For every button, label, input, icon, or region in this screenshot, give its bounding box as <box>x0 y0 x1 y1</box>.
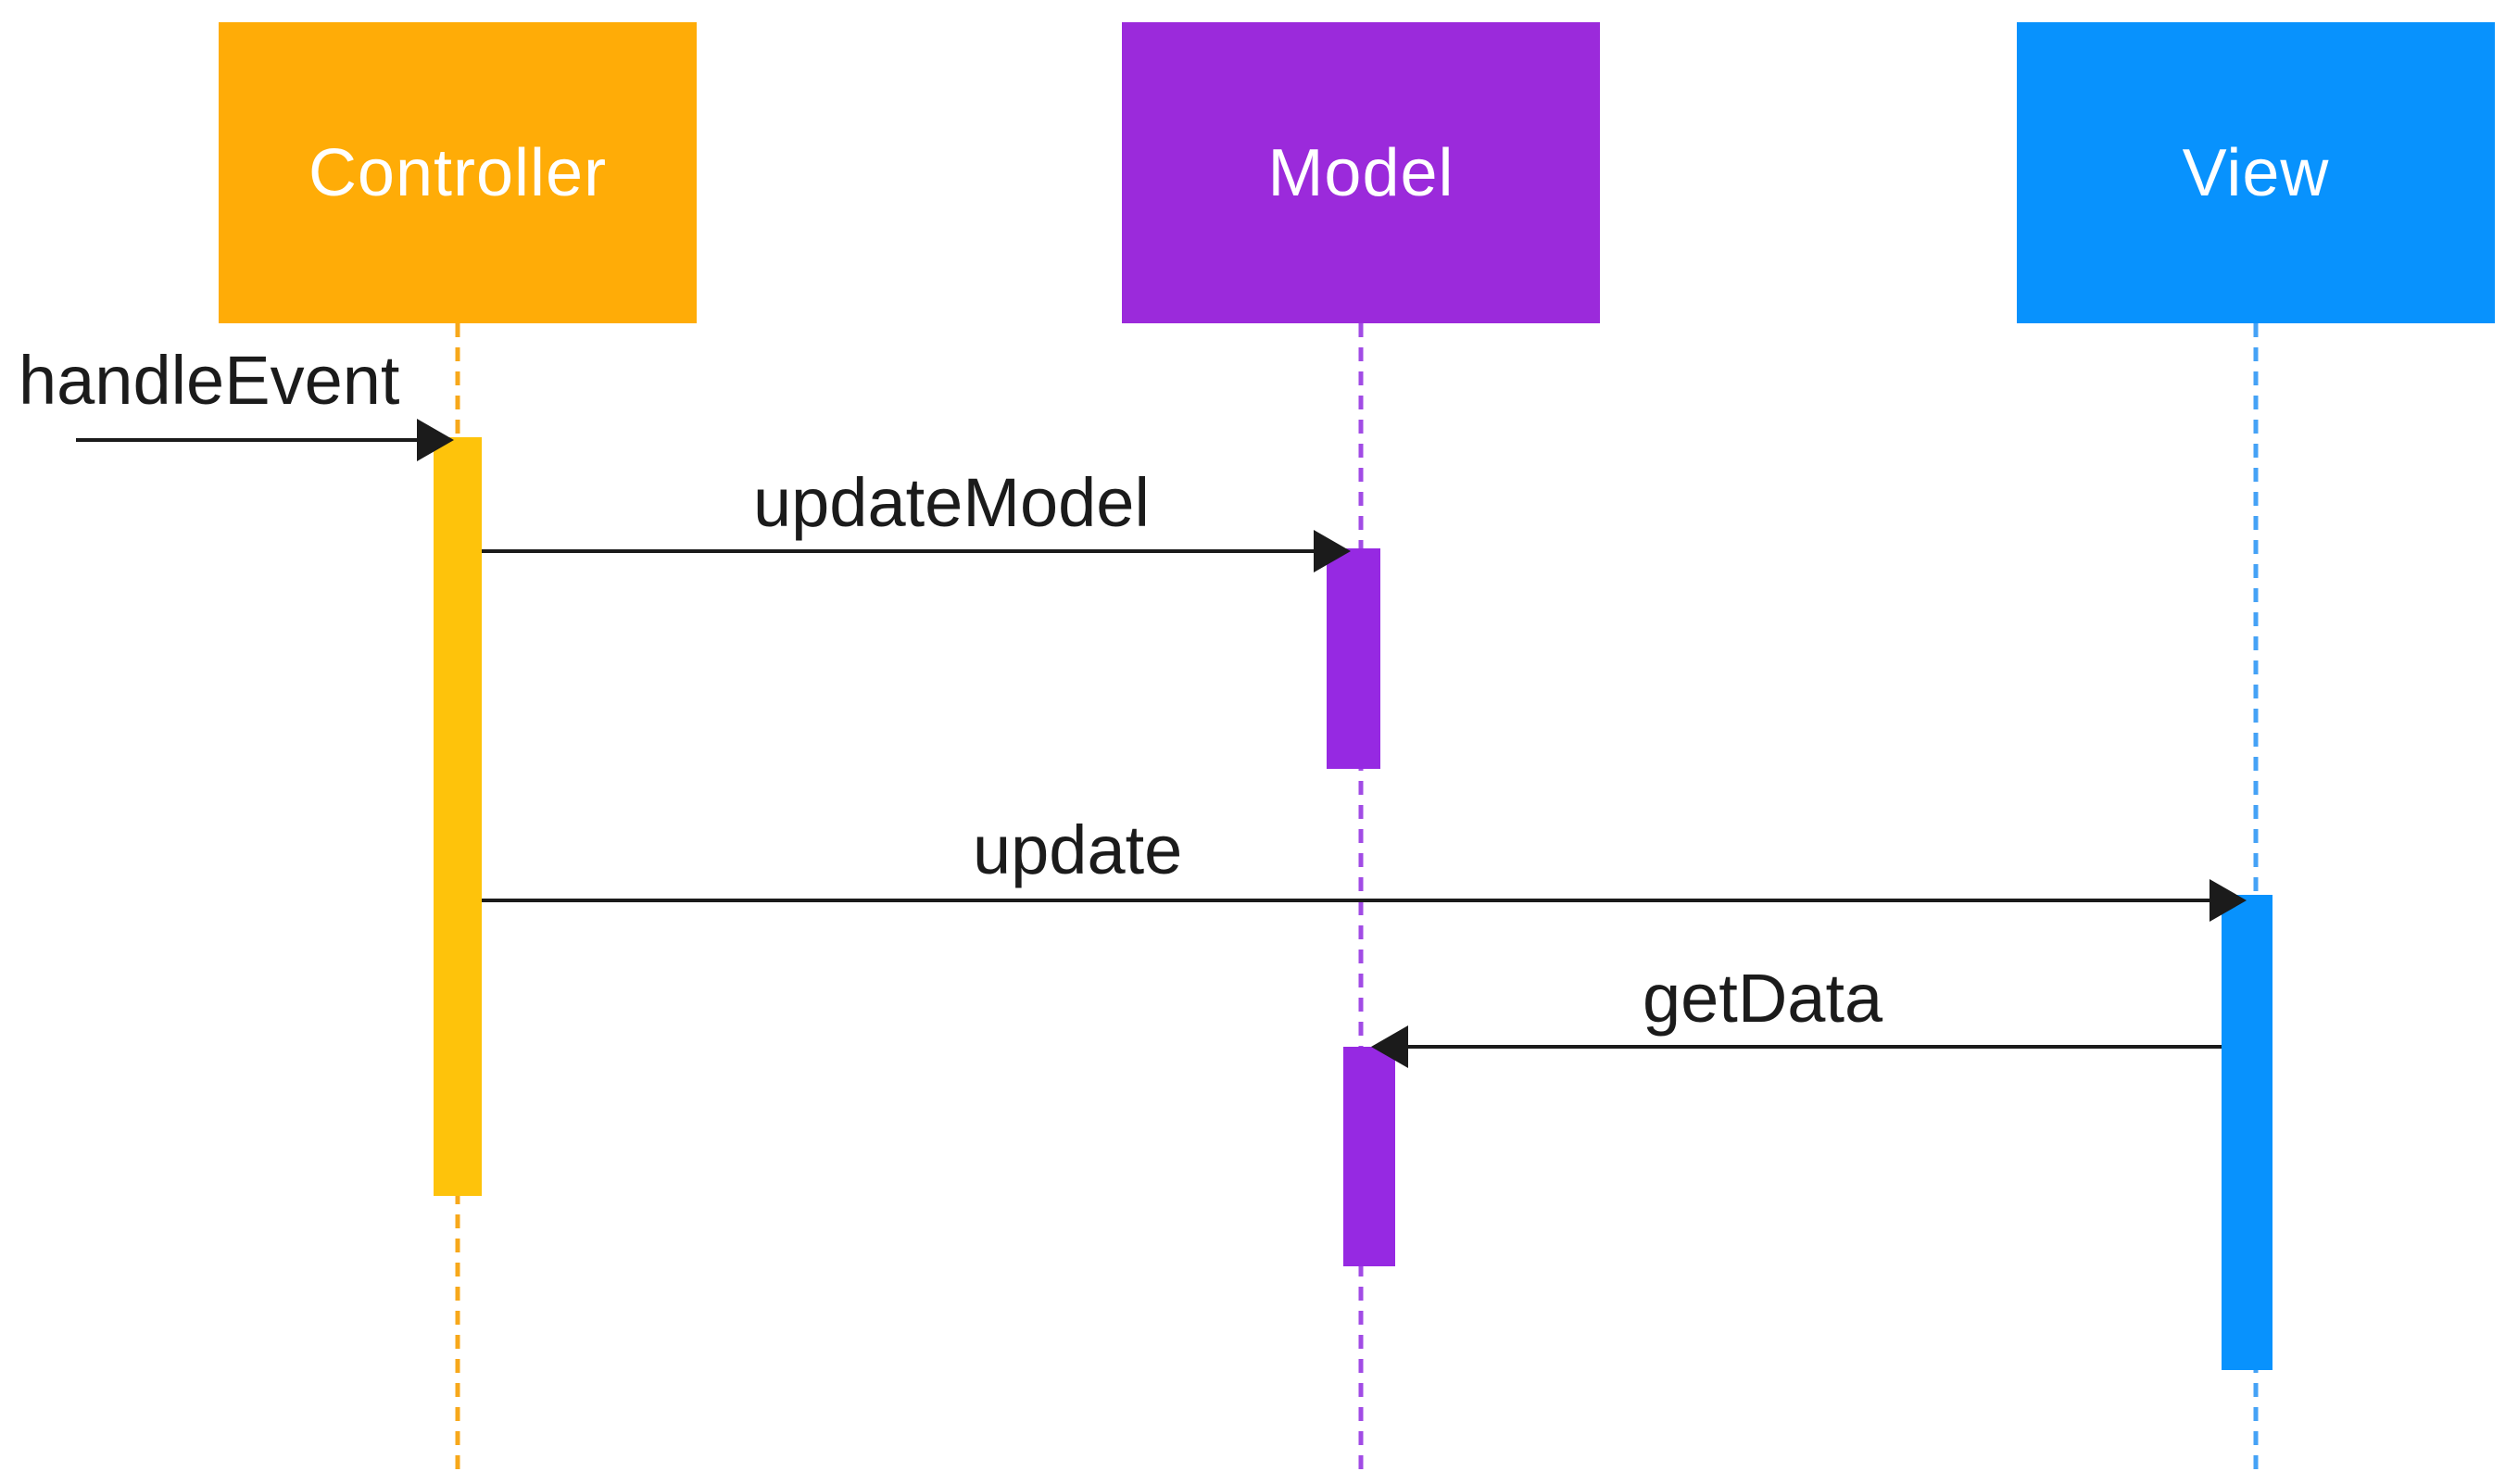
activation-bar-model-2 <box>1343 1047 1395 1266</box>
activation-bar-model-1 <box>1327 548 1380 769</box>
activation-bar-controller <box>434 437 482 1196</box>
participant-label-model: Model <box>1267 135 1454 210</box>
participant-box-model: Model <box>1122 22 1600 323</box>
participant-box-view: View <box>2017 22 2495 323</box>
message-label-handleevent: handleEvent <box>19 342 400 419</box>
message-label-getdata: getData <box>1643 960 1883 1037</box>
message-label-updatemodel: updateModel <box>753 464 1150 541</box>
participant-label-view: View <box>2182 135 2330 210</box>
participant-label-controller: Controller <box>308 135 608 210</box>
message-label-update: update <box>973 811 1183 888</box>
activation-bar-view <box>2222 895 2272 1370</box>
participant-box-controller: Controller <box>219 22 697 323</box>
